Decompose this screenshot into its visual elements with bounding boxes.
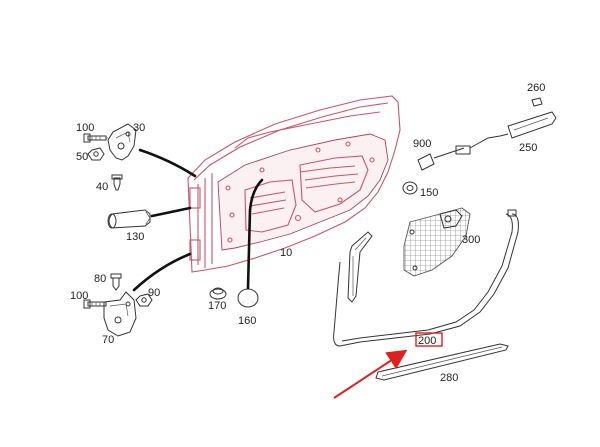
label-900: 900 xyxy=(413,138,431,150)
nut-50 xyxy=(87,147,105,161)
inner-trim-panel xyxy=(403,207,471,277)
label-170: 170 xyxy=(208,300,226,312)
plug-170 xyxy=(209,287,227,300)
highlight-arrow xyxy=(333,349,408,399)
label-100-bottom: 100 xyxy=(70,290,88,302)
label-30: 30 xyxy=(133,122,145,134)
label-250: 250 xyxy=(519,142,537,154)
sill-trim-strip xyxy=(375,343,509,381)
label-160: 160 xyxy=(238,315,256,327)
label-280: 280 xyxy=(440,372,458,384)
nut-90 xyxy=(135,293,153,307)
door-shell xyxy=(187,95,401,273)
label-80: 80 xyxy=(94,273,106,285)
label-260: 260 xyxy=(527,82,545,94)
label-10: 10 xyxy=(280,247,292,259)
highlight-box-200 xyxy=(415,332,443,347)
window-channel-seal xyxy=(347,231,373,303)
lower-hinge xyxy=(103,291,137,337)
label-200: 200 xyxy=(418,335,436,347)
label-100-top: 100 xyxy=(76,122,94,134)
pin-80 xyxy=(110,273,122,291)
upper-hinge xyxy=(107,123,137,161)
plug-160 xyxy=(237,288,259,308)
label-150: 150 xyxy=(420,187,438,199)
label-50: 50 xyxy=(76,151,88,163)
grommet-150 xyxy=(402,181,418,195)
door-seal xyxy=(333,209,519,347)
leader-lines xyxy=(106,137,264,292)
door-check-strap xyxy=(107,209,151,229)
label-40: 40 xyxy=(96,181,108,193)
bolt-100-top xyxy=(83,133,107,143)
pin-40 xyxy=(111,174,123,191)
outer-handle-250 xyxy=(507,111,557,139)
cable-900 xyxy=(417,133,509,171)
label-130: 130 xyxy=(126,231,144,243)
label-90: 90 xyxy=(148,287,160,299)
bolt-100-bottom xyxy=(83,299,107,309)
clip-260 xyxy=(531,97,543,107)
label-70: 70 xyxy=(102,334,114,346)
label-300: 300 xyxy=(462,234,480,246)
